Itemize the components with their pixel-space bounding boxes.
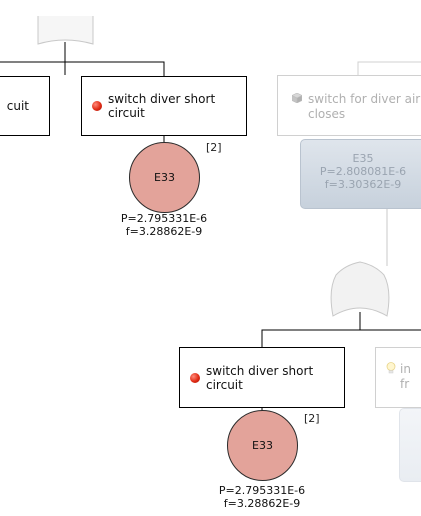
event-label-top-right: switch for diver air closes <box>308 92 420 122</box>
event-label-top-right-line1: switch for diver air <box>308 92 421 106</box>
event-box-top-right[interactable]: switch for diver air closes <box>277 75 421 136</box>
probability-text-top: P=2.795331E-6 f=3.28862E-9 <box>109 212 219 238</box>
event-circle-top-label: E33 <box>154 171 175 184</box>
frequency-top: f=3.28862E-9 <box>125 225 203 238</box>
event-label-top: switch diver short circuit <box>108 92 216 120</box>
count-label-bottom: [2] <box>304 412 320 425</box>
event-box-bottom[interactable]: switch diver short circuit <box>179 347 345 408</box>
e35-frequency: f=3.30362E-9 <box>324 178 402 191</box>
event-label-bottom: switch diver short circuit <box>206 363 314 392</box>
connector-top-right-faded <box>357 61 421 75</box>
event-label-top-right-line2: closes <box>308 107 346 121</box>
event-box-left-partial[interactable]: cuit <box>0 76 50 136</box>
event-label-bottom-right: in fr <box>400 362 411 392</box>
lightbulb-icon <box>386 362 396 374</box>
connector-top-branch-right <box>65 61 165 76</box>
e35-label: E35 <box>352 152 374 165</box>
event-circle-bottom-label: E33 <box>252 439 273 452</box>
connector-bottom-branch <box>261 329 421 347</box>
probability-text-bottom: P=2.795331E-6 f=3.28862E-9 <box>207 484 317 510</box>
event-box-e35[interactable]: E35 P=2.808081E-6 f=3.30362E-9 <box>300 139 421 209</box>
event-circle-top[interactable]: E33 <box>129 142 200 213</box>
event-circle-bottom[interactable]: E33 <box>227 410 298 481</box>
or-gate-lower <box>330 261 390 317</box>
count-label-top: [2] <box>206 141 222 154</box>
red-ball-icon <box>190 372 200 383</box>
e35-probability: P=2.808081E-6 <box>319 165 407 178</box>
event-box-bottom-right[interactable]: in fr <box>375 347 421 408</box>
probability-top: P=2.795331E-6 <box>120 212 208 225</box>
probability-bottom: P=2.795331E-6 <box>218 484 306 497</box>
or-gate-top <box>37 16 94 45</box>
event-label-bottom-right-line1: in <box>400 362 411 376</box>
red-ball-icon <box>92 101 102 111</box>
event-label-left-partial: cuit <box>6 99 29 113</box>
event-label-bottom-right-line2: fr <box>400 377 410 391</box>
event-box-ghost[interactable] <box>399 408 421 482</box>
frequency-bottom: f=3.28862E-9 <box>223 497 301 510</box>
event-box-top[interactable]: switch diver short circuit <box>81 76 247 136</box>
grey-cube-icon <box>291 92 303 104</box>
